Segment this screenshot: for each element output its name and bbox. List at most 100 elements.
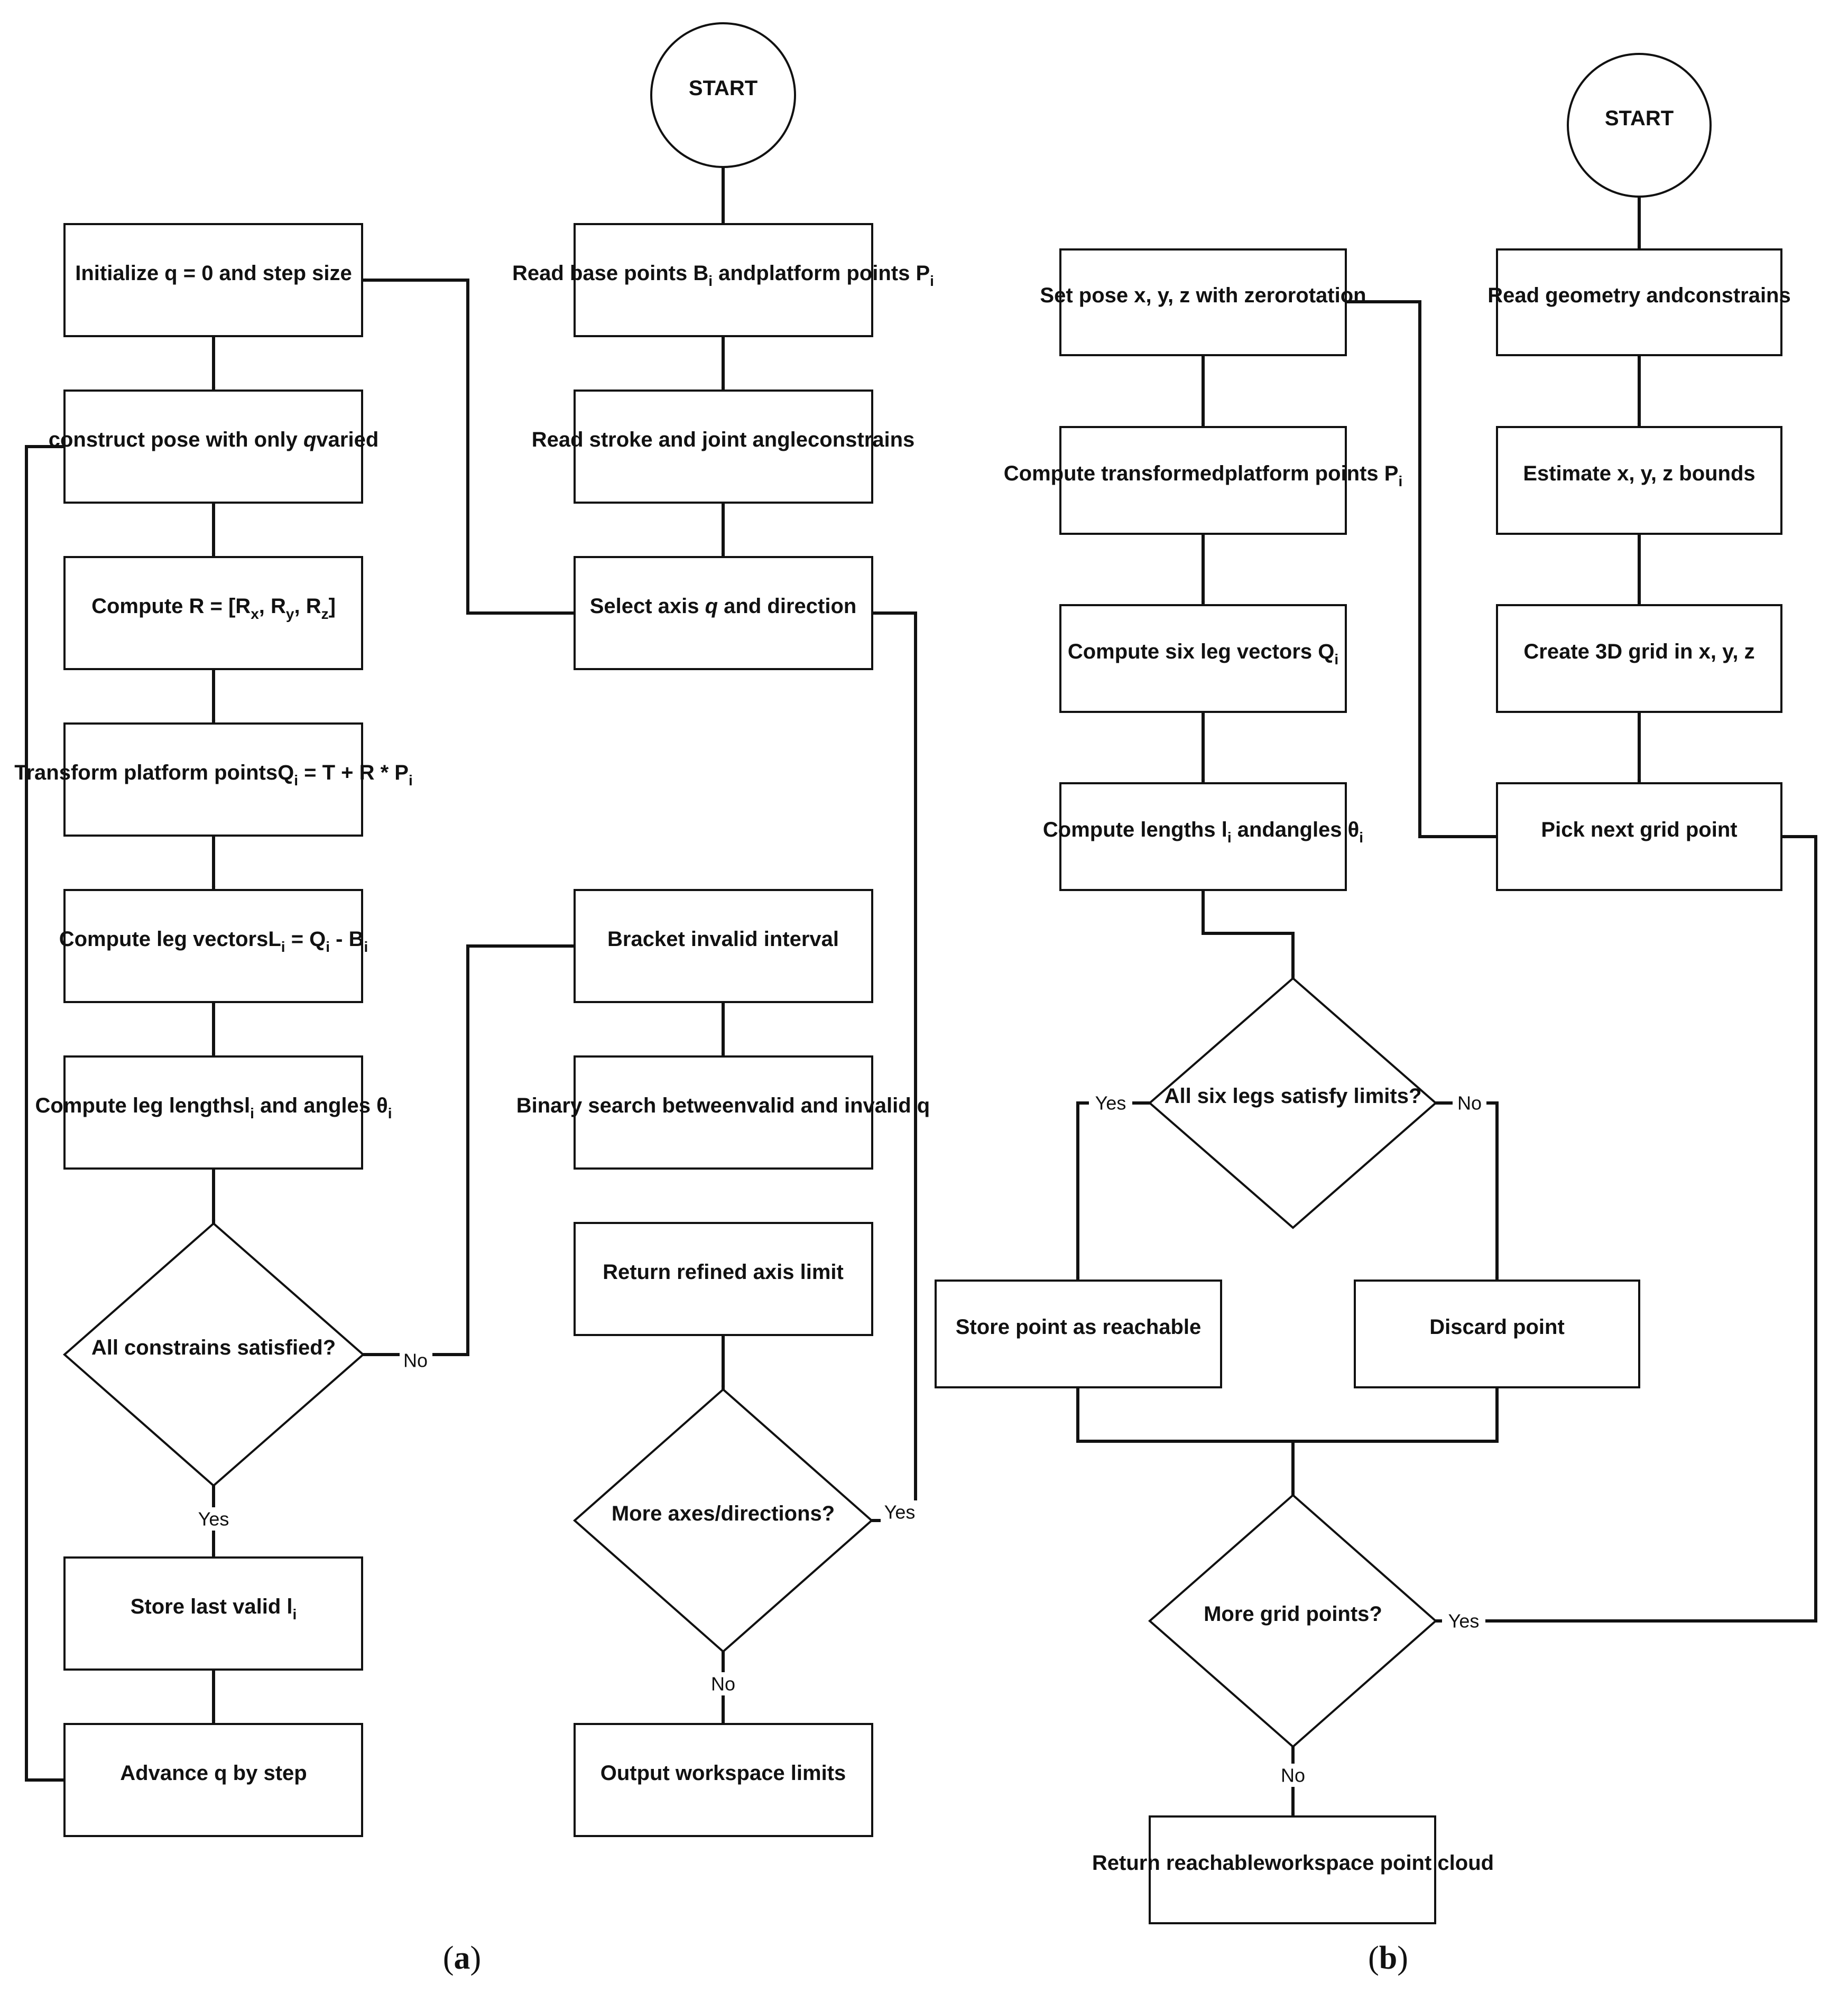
- b-edge-label-yes-grid: Yes: [1448, 1610, 1480, 1632]
- b-six-legs-decision: [1148, 977, 1438, 1229]
- b-set-pose-box: [1059, 248, 1347, 356]
- edge-b-decision-yes-to-store: [1076, 1101, 1150, 1281]
- b-label-bg-no-grid: [1276, 1764, 1310, 1787]
- a-construct-pose-box: [63, 390, 363, 504]
- a-store-last-label: Store last valid li​: [131, 1595, 297, 1623]
- b-lengths-angles-box: [1059, 782, 1347, 891]
- a-binary-search-label: Binary search betweenvalid and invalid q: [516, 1094, 930, 1117]
- b-return-cloud-label: Return reachableworkspace point cloud: [1092, 1851, 1494, 1875]
- b-edge-label-no-limits: No: [1457, 1092, 1482, 1114]
- b-edge-label-yes-limits: Yes: [1095, 1092, 1126, 1114]
- a-initialize-box: [63, 223, 363, 337]
- a-label-bg-yes-constraints: [192, 1507, 235, 1531]
- a-read-constraints-box: [574, 390, 873, 504]
- edge-a-advance-to-construct: [25, 444, 65, 1782]
- a-edge-label-no-constraints: No: [403, 1350, 428, 1371]
- a-initialize-label: Initialize q = 0 and step size: [75, 262, 352, 285]
- a-caption: (a): [443, 1940, 481, 1976]
- b-pick-next-label: Pick next grid point: [1541, 818, 1737, 841]
- a-advance-box: [63, 1723, 363, 1837]
- edge-b-lengths-to-decision: [1202, 890, 1295, 979]
- a-start-label: START: [689, 77, 757, 100]
- a-select-axis-box: [574, 556, 873, 670]
- a-binary-search-box: [574, 1055, 873, 1170]
- a-leg-vectors-box: [63, 889, 363, 1003]
- a-more-axes-decision-label: More axes/directions?: [612, 1502, 835, 1525]
- a-label-bg-yes-axes: [881, 1500, 919, 1524]
- a-advance-label: Advance q by step: [120, 1762, 307, 1785]
- b-discard-box: [1354, 1280, 1640, 1388]
- a-more-axes-decision: [572, 1388, 874, 1653]
- b-label-bg-yes-limits: [1089, 1091, 1132, 1115]
- b-more-grid-decision-label: More grid points?: [1204, 1602, 1382, 1626]
- a-compute-R-label: Compute R = [Rx​, Ry​, Rz​]: [91, 595, 336, 622]
- edge-b-pick-to-setpose: [1345, 300, 1497, 838]
- a-bracket-label: Bracket invalid interval: [607, 928, 839, 951]
- a-leg-lengths-box: [63, 1055, 363, 1170]
- b-create-grid-label: Create 3D grid in x, y, z: [1523, 640, 1754, 663]
- a-caption-close: ): [470, 1940, 482, 1976]
- flowchart-a: START Read base points Bi​ andplatform p…: [14, 22, 934, 1976]
- a-label-bg-no-axes: [707, 1672, 740, 1695]
- a-caption-open: (: [443, 1940, 454, 1976]
- b-store-reachable-box: [935, 1280, 1222, 1388]
- b-caption: (b): [1368, 1940, 1408, 1976]
- b-six-leg-vectors-label: Compute six leg vectors Qi​: [1068, 640, 1338, 668]
- edge-a-select-to-initialize: [362, 278, 575, 615]
- a-edge-label-no-axes: No: [711, 1673, 735, 1695]
- a-label-bg-no-constraints: [400, 1349, 432, 1372]
- b-six-legs-decision-label: All six legs satisfy limits?: [1165, 1084, 1422, 1108]
- b-edge-label-no-grid: No: [1281, 1765, 1305, 1786]
- a-constraints-decision: [62, 1222, 365, 1487]
- edge-b-more-yes-to-pick: [1436, 835, 1817, 1623]
- edge-a-more-yes-to-select: [872, 611, 917, 1522]
- b-set-pose-label: Set pose x, y, z with zerorotation: [1040, 284, 1366, 307]
- a-read-points-label: Read base points Bi​ andplatform points …: [512, 262, 934, 289]
- a-transform-box: [63, 722, 363, 837]
- a-return-limit-box: [574, 1222, 873, 1336]
- b-estimate-bounds-box: [1496, 426, 1782, 535]
- b-read-geometry-box: [1496, 248, 1782, 356]
- edge-b-decision-no-to-discard: [1436, 1101, 1499, 1281]
- b-transformed-points-box: [1059, 426, 1347, 535]
- edge-a-decision-no-to-bracket: [363, 944, 575, 1356]
- b-label-bg-yes-grid: [1442, 1609, 1485, 1633]
- a-edge-label-yes-constraints: Yes: [198, 1508, 229, 1530]
- b-lengths-angles-label: Compute lengths li​ andangles θi​: [1043, 818, 1363, 846]
- b-more-grid-decision: [1148, 1494, 1438, 1748]
- b-start-node: [1567, 53, 1712, 198]
- b-caption-letter: b: [1379, 1940, 1397, 1976]
- a-output-box: [574, 1723, 873, 1837]
- a-edge-label-yes-axes: Yes: [884, 1501, 916, 1523]
- b-create-grid-box: [1496, 604, 1782, 713]
- a-select-axis-label: Select axis q and direction: [590, 595, 857, 618]
- a-return-limit-label: Return refined axis limit: [603, 1260, 844, 1284]
- b-six-leg-vectors-box: [1059, 604, 1347, 713]
- a-start-node: [650, 22, 796, 168]
- a-read-points-box: [574, 223, 873, 337]
- b-label-bg-no-limits: [1453, 1091, 1486, 1115]
- b-discard-label: Discard point: [1429, 1315, 1565, 1339]
- a-read-constraints-label: Read stroke and joint angleconstrains: [532, 428, 915, 451]
- a-bracket-box: [574, 889, 873, 1003]
- b-return-cloud-box: [1149, 1815, 1436, 1924]
- a-transform-label: Transform platform pointsQi​ = T + R * P…: [14, 761, 412, 789]
- b-caption-open: (: [1368, 1940, 1379, 1976]
- a-constraints-decision-label: All constrains satisfied?: [91, 1336, 336, 1359]
- b-transformed-points-label: Compute transformedplatform points Pi​: [1004, 462, 1402, 489]
- b-start-label: START: [1605, 107, 1674, 130]
- edge-b-discard-to-merge: [1293, 1387, 1499, 1443]
- a-leg-lengths-label: Compute leg lengthsli​ and angles θi​: [35, 1094, 392, 1121]
- b-pick-next-box: [1496, 782, 1782, 891]
- b-read-geometry-label: Read geometry andconstrains: [1487, 284, 1791, 307]
- a-compute-R-box: [63, 556, 363, 670]
- edge-b-store-to-merge: [1076, 1387, 1293, 1443]
- a-store-last-box: [63, 1556, 363, 1671]
- b-caption-close: ): [1397, 1940, 1408, 1976]
- a-output-label: Output workspace limits: [600, 1762, 846, 1785]
- flowchart-b: START Read geometry andconstrains Estima…: [935, 53, 1817, 1976]
- a-construct-pose-label: construct pose with only qvaried: [49, 428, 379, 451]
- a-caption-letter: a: [454, 1940, 470, 1976]
- a-leg-vectors-label: Compute leg vectorsLi​ = Qi​ - Bi​: [59, 928, 368, 955]
